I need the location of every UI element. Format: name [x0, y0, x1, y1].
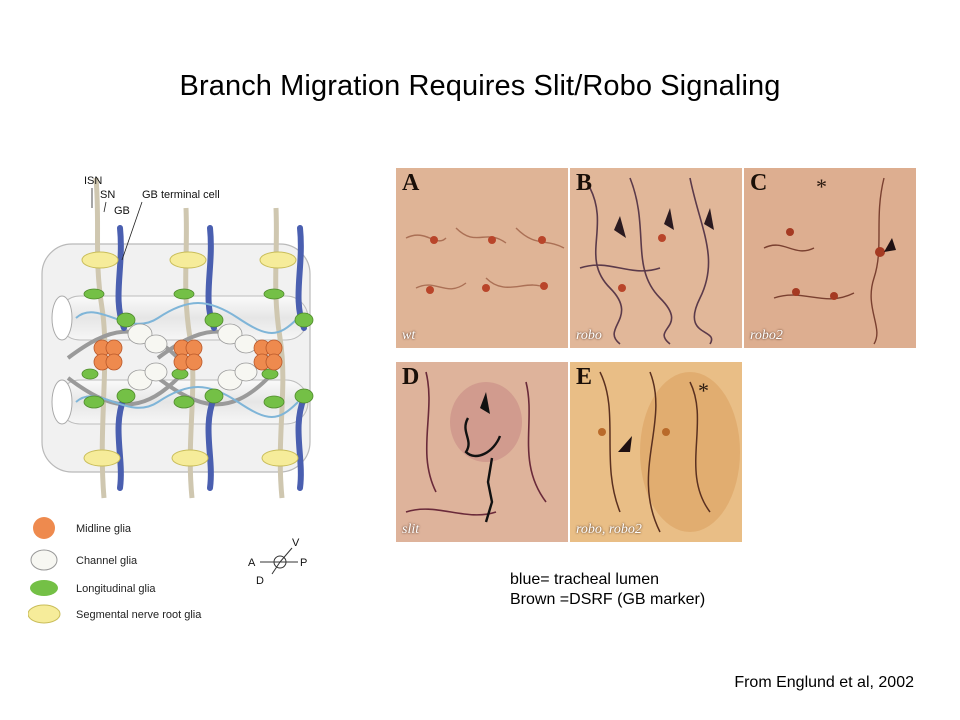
panel-e-label: robo, robo2	[576, 522, 642, 537]
tube-end-upper	[51, 295, 73, 341]
d-axis-line	[271, 561, 281, 575]
glia-schematic: ISN SN GB GB terminal cell Midline glia …	[27, 168, 328, 634]
stain-caption: blue= tracheal lumen Brown =DSRF (GB mar…	[510, 570, 705, 610]
v-axis-line	[279, 547, 293, 563]
legend-swatch-channel	[30, 549, 58, 571]
panel-d-micrograph	[396, 362, 568, 542]
panel-b-micrograph	[570, 168, 742, 348]
panel-b-letter: B	[576, 170, 593, 196]
legend-label-channel: Channel glia	[76, 555, 138, 567]
midline-glia	[93, 339, 283, 371]
panel-c: * C robo2	[744, 168, 916, 348]
panel-d-letter: D	[402, 364, 420, 390]
gb-label: GB	[114, 205, 130, 217]
panel-e: * E robo, robo2	[570, 362, 742, 542]
channel-glia	[127, 323, 258, 391]
caption-line-brown: Brown =DSRF (GB marker)	[510, 591, 706, 608]
legend-swatch-longitudinal	[30, 580, 58, 596]
legend: Midline glia Channel glia Longitudinal g…	[27, 517, 202, 624]
panel-b-label: robo	[576, 328, 602, 343]
axis-label-v: V	[292, 537, 300, 549]
label-leader-lines	[91, 188, 143, 261]
panel-a: A wt	[396, 168, 568, 348]
sn-label: SN	[100, 189, 115, 201]
panel-b: B robo	[570, 168, 742, 348]
panel-d-label: slit	[402, 522, 420, 537]
glia-schematic-drawing: ISN SN GB GB terminal cell Midline glia …	[27, 175, 314, 624]
legend-label-segmental: Segmental nerve root glia	[76, 609, 202, 621]
legend-label-midline: Midline glia	[76, 523, 132, 535]
legend-label-longitudinal: Longitudinal glia	[76, 583, 156, 595]
gb-terminal-cell-label: GB terminal cell	[142, 189, 220, 201]
axis-label-d: D	[256, 575, 264, 587]
axis-label-p: P	[300, 557, 307, 569]
panel-a-micrograph	[396, 168, 568, 348]
caption-line-blue: blue= tracheal lumen	[510, 571, 659, 588]
slide-title: Branch Migration Requires Slit/Robo Sign…	[179, 70, 781, 102]
panel-c-label: robo2	[750, 328, 783, 343]
segmental-nerve-root-glia	[81, 251, 299, 467]
tube-end-lower	[51, 379, 73, 425]
panel-d: D slit	[396, 362, 568, 542]
isn-label: ISN	[84, 175, 102, 187]
source-citation: From Englund et al, 2002	[734, 674, 914, 691]
svg-text:*: *	[698, 378, 709, 403]
panel-a-letter: A	[402, 170, 420, 196]
legend-swatch-segmental	[27, 604, 61, 624]
panel-a-label: wt	[402, 328, 416, 343]
panel-c-micrograph: *	[744, 168, 916, 348]
panel-c-letter: C	[750, 170, 768, 196]
axis-compass: A V P D	[248, 537, 307, 587]
tracheal-lumen	[75, 302, 299, 418]
svg-text:*: *	[816, 174, 827, 199]
legend-swatch-midline	[33, 517, 55, 539]
panel-e-letter: E	[576, 364, 593, 390]
panel-e-micrograph: *	[570, 362, 742, 542]
axis-label-a: A	[248, 557, 256, 569]
micrograph-panels: A wt B robo	[392, 166, 916, 550]
